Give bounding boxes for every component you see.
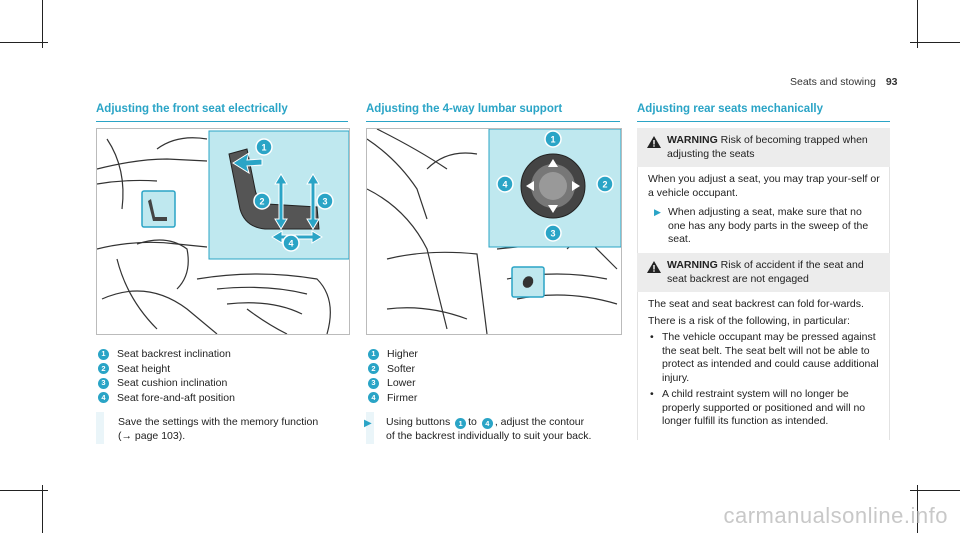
- warning-body: When you adjust a seat, you may trap you…: [637, 167, 890, 256]
- warning-body: The seat and seat backrest can fold for-…: [637, 292, 890, 440]
- warning-accident: WARNING Risk of accident if the seat and…: [637, 253, 890, 440]
- bullet-item: A child restraint system will no longer …: [648, 388, 881, 429]
- svg-text:2: 2: [259, 197, 264, 207]
- section-title: Seats and stowing: [790, 76, 876, 88]
- lumbar-drawing: 1 2 3 4: [367, 129, 621, 334]
- callout-numbers: 1 2 3 4: [253, 138, 334, 252]
- front-seat-drawing: 1 2 3 4: [97, 130, 349, 334]
- crop-mark: [917, 0, 918, 48]
- step-bar: [366, 412, 374, 444]
- column-front-seat: Adjusting the front seat electrically: [96, 103, 348, 122]
- bullet-item: The vehicle occupant may be pressed agai…: [648, 331, 881, 385]
- warning-icon: [647, 136, 661, 148]
- crop-mark: [910, 42, 960, 43]
- svg-text:2: 2: [602, 180, 607, 190]
- section-heading: Adjusting the 4-way lumbar support: [366, 103, 620, 122]
- step-bar: [96, 412, 104, 444]
- column-lumbar: Adjusting the 4-way lumbar support: [366, 103, 620, 122]
- warning-trapped: WARNING Risk of becoming trapped when ad…: [637, 128, 890, 256]
- crop-mark: [917, 485, 918, 533]
- crop-mark: [0, 42, 48, 43]
- front-seat-illustration: 1 2 3 4: [96, 128, 350, 335]
- svg-text:1: 1: [261, 143, 266, 153]
- watermark: carmanualsonline.info: [723, 503, 948, 528]
- running-header: Seats and stowing 93: [790, 76, 898, 88]
- svg-text:4: 4: [502, 180, 507, 190]
- warning-header: WARNING Risk of becoming trapped when ad…: [637, 128, 890, 167]
- lumbar-illustration: 1 2 3 4: [366, 128, 622, 335]
- crop-mark: [42, 485, 43, 533]
- section-heading: Adjusting the front seat electrically: [96, 103, 348, 122]
- crop-mark: [0, 490, 48, 491]
- warning-icon: [647, 261, 661, 273]
- svg-text:3: 3: [550, 229, 555, 239]
- step-arrow-icon: ▶: [654, 207, 661, 217]
- svg-text:1: 1: [550, 135, 555, 145]
- page-number: 93: [885, 76, 898, 88]
- svg-text:3: 3: [322, 197, 327, 207]
- crop-mark: [42, 0, 43, 48]
- warning-step: ▶ When adjusting a seat, make sure that …: [654, 206, 869, 245]
- instruction-step: ▶ Save the settings with the memory func…: [96, 416, 350, 443]
- step-arrow-icon: ▶: [364, 418, 372, 429]
- crop-mark: [910, 490, 960, 491]
- svg-text:4: 4: [288, 239, 293, 249]
- warning-header: WARNING Risk of accident if the seat and…: [637, 253, 890, 292]
- section-heading: Adjusting rear seats mechanically: [637, 103, 890, 122]
- column-rear-seats: Adjusting rear seats mechanically: [637, 103, 890, 122]
